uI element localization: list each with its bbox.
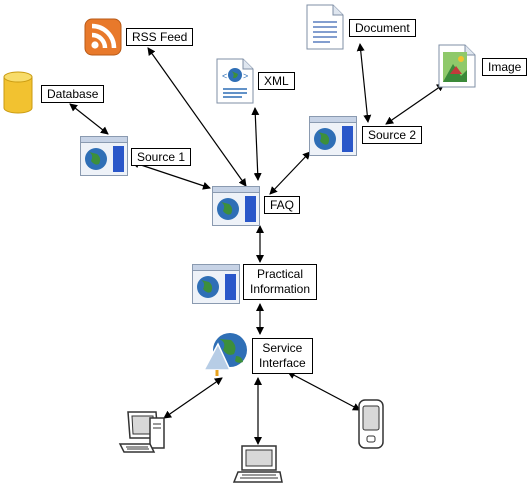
database-icon: [2, 70, 34, 116]
document-label: Document: [349, 19, 416, 37]
practical-web-window-icon: [192, 264, 240, 304]
arrow-document-source2: [356, 43, 372, 123]
source1-label: Source 1: [131, 148, 192, 166]
arrow-service-mobile: [287, 371, 361, 411]
service-label-line1: Service: [262, 341, 303, 355]
faq-web-window-icon: [212, 186, 260, 226]
svg-text:>: >: [243, 71, 248, 81]
faq-label: FAQ: [264, 196, 301, 214]
service-interface-label: Service Interface: [252, 338, 313, 374]
arrow-xml-faq: [251, 107, 262, 181]
arrow-image-source2: [385, 83, 445, 125]
desktop-computer-icon: [118, 408, 168, 456]
connector-arrows: [69, 43, 445, 445]
rss-feed-icon: [84, 18, 122, 56]
image-label: Image: [482, 58, 528, 76]
source1-web-window-icon: [80, 136, 128, 176]
arrow-database-source1: [69, 103, 109, 135]
laptop-icon: [232, 444, 284, 486]
arrow-source2-faq: [269, 151, 311, 195]
service-label-line2: Interface: [259, 356, 306, 370]
globe-service-icon: [200, 330, 250, 378]
practical-label-line1: Practical: [257, 267, 304, 281]
image-file-icon: [438, 44, 476, 88]
source2-label: Source 2: [362, 126, 423, 144]
arrow-service-desktop: [163, 377, 223, 419]
mobile-device-icon: [356, 398, 386, 450]
rss-feed-label: RSS Feed: [126, 28, 194, 46]
arrow-source1-faq: [131, 160, 211, 190]
xml-label: XML: [258, 72, 295, 90]
arrow-rss-faq: [147, 47, 247, 187]
svg-text:<: <: [222, 71, 227, 81]
practical-information-label: Practical Information: [243, 264, 318, 300]
practical-label-line2: Information: [250, 282, 311, 296]
source2-web-window-icon: [309, 116, 357, 156]
document-icon: [306, 4, 344, 50]
database-label: Database: [41, 85, 105, 103]
xml-file-icon: < >: [216, 58, 254, 104]
